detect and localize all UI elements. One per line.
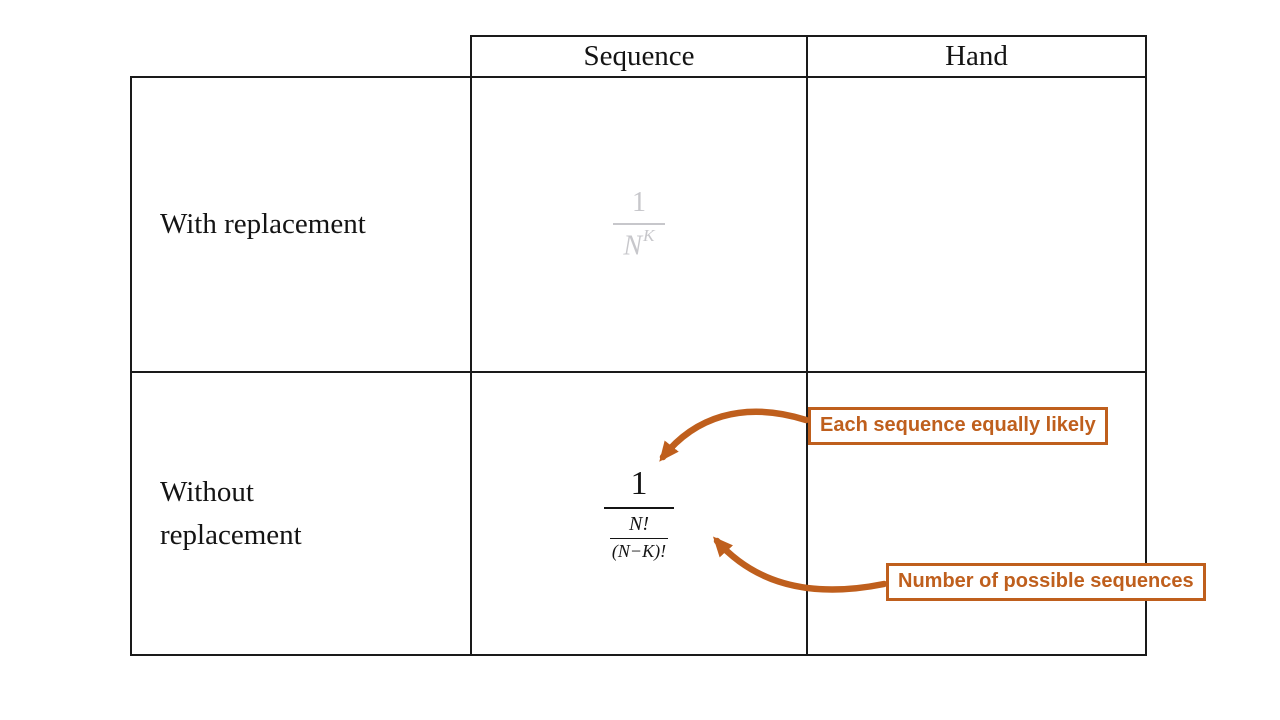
table-border-col1	[470, 35, 472, 656]
table-border-left	[130, 76, 132, 656]
callout-possible-sequences-label: Number of possible sequences	[898, 570, 1194, 592]
inner-numerator: N!	[628, 513, 649, 535]
table-border-row-divider	[130, 371, 1147, 373]
fraction-bar	[613, 222, 665, 225]
cell-without-replacement-sequence: 1 N! (N−K)!	[472, 373, 806, 654]
formula-one-over-n-power-k: 1 NK	[613, 186, 665, 262]
formula-numerator: 1	[632, 186, 646, 218]
callout-equally-likely: Each sequence equally likely	[808, 407, 1108, 445]
column-header-sequence-label: Sequence	[583, 40, 695, 72]
denominator-base: N	[623, 230, 643, 262]
formula-numerator: 1	[630, 465, 648, 502]
fraction-bar	[604, 507, 674, 509]
cell-with-replacement-sequence: 1 NK	[472, 78, 806, 371]
table-border-right	[1145, 35, 1147, 656]
column-header-sequence: Sequence	[472, 37, 806, 76]
formula-one-over-permutations: 1 N! (N−K)!	[604, 465, 674, 562]
table-border-col2	[806, 35, 808, 656]
column-header-hand: Hand	[808, 37, 1145, 76]
table-border-top	[470, 35, 1147, 37]
inner-fraction-bar	[609, 538, 669, 539]
formula-denominator: NK	[613, 226, 664, 262]
inner-denominator: (N−K)!	[611, 541, 667, 561]
inner-fraction-permutations: N! (N−K)!	[609, 513, 669, 562]
table-border-header-bottom	[130, 76, 1147, 78]
row-header-without-replacement-label: Without replacement	[160, 476, 302, 551]
column-header-hand-label: Hand	[945, 40, 1008, 72]
denominator-exponent: K	[643, 226, 655, 246]
callout-equally-likely-label: Each sequence equally likely	[820, 414, 1096, 436]
row-header-with-replacement: With replacement	[160, 78, 440, 371]
callout-possible-sequences: Number of possible sequences	[886, 563, 1206, 601]
row-header-without-replacement: Without replacement	[160, 373, 440, 654]
row-header-with-replacement-label: With replacement	[160, 208, 366, 241]
table-border-bottom	[130, 654, 1147, 656]
